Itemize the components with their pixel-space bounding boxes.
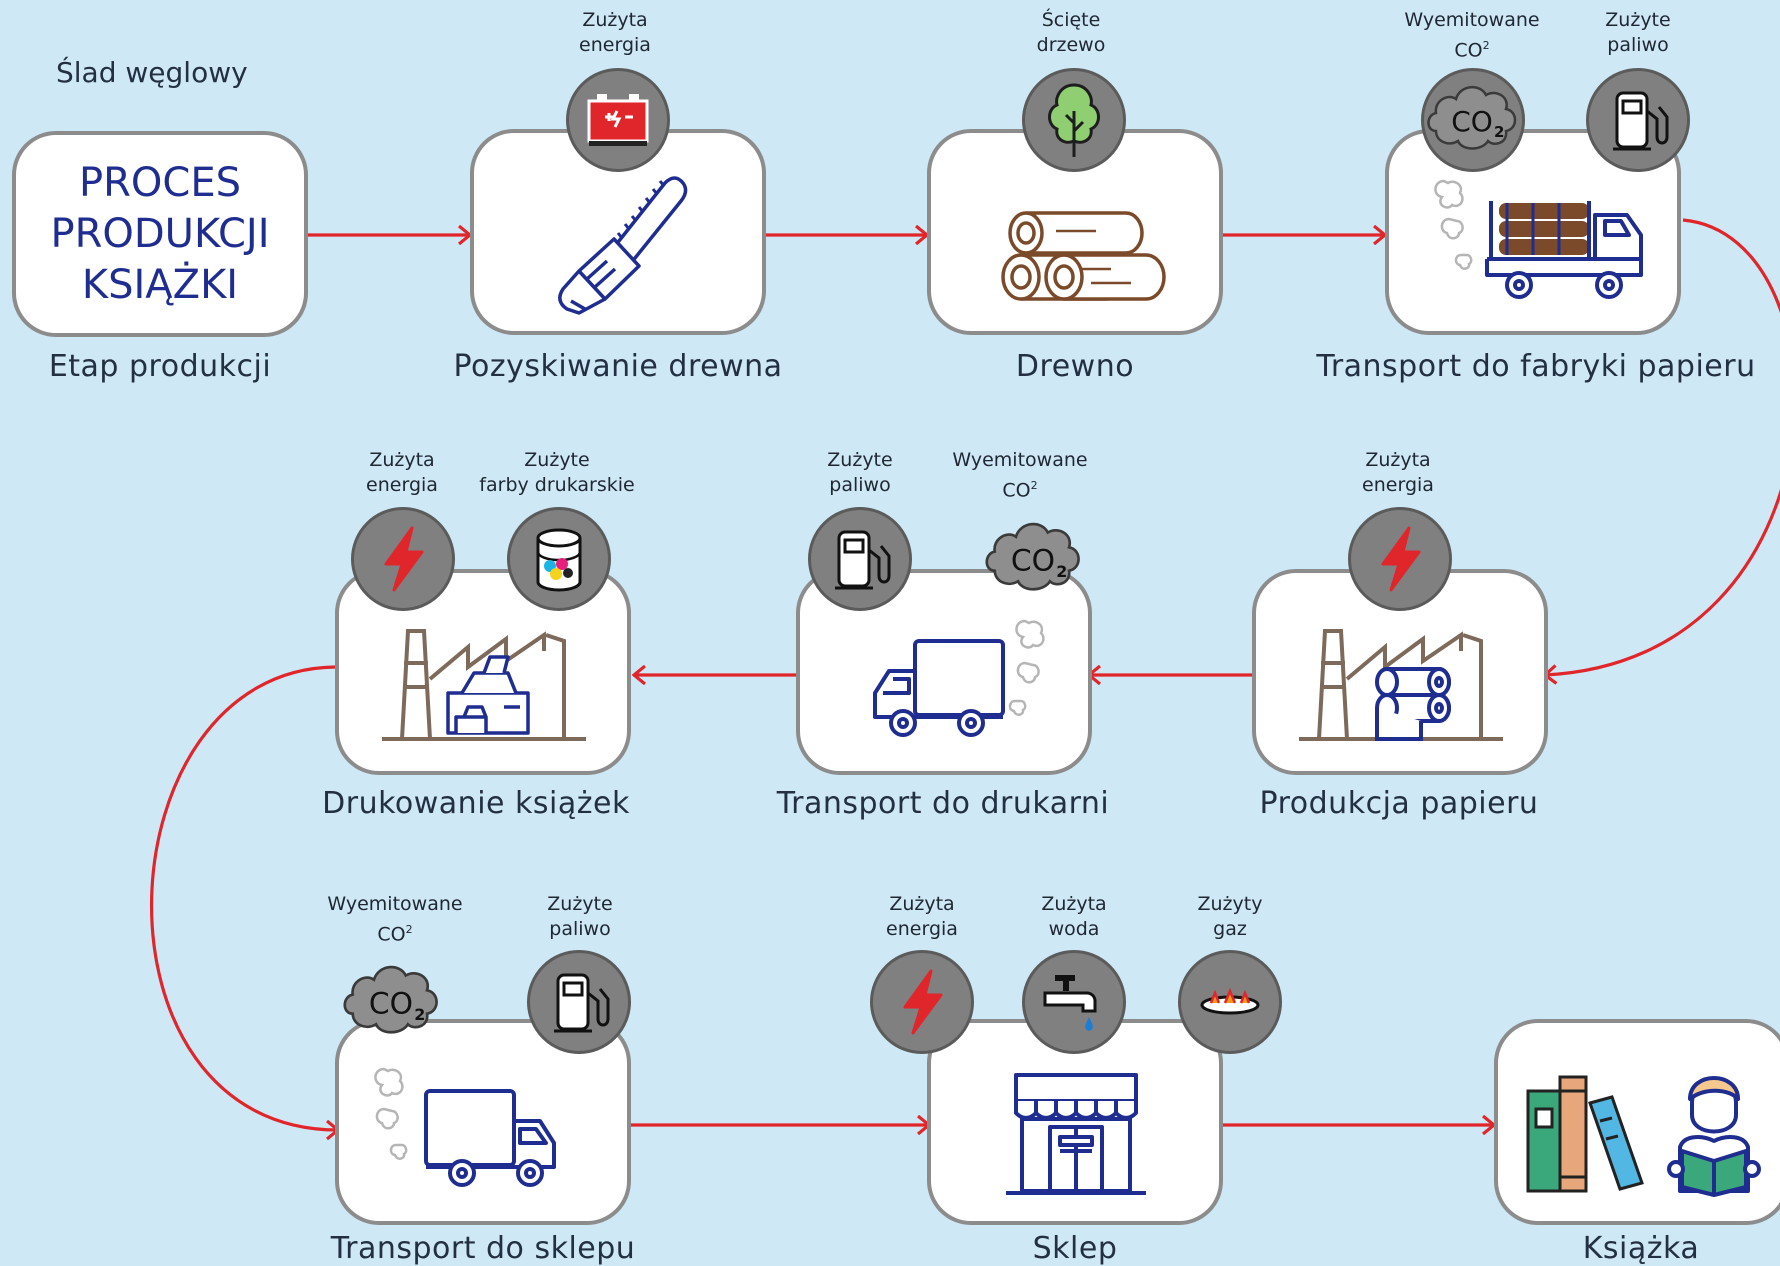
svg-text:CO: CO bbox=[1011, 544, 1055, 579]
resource-circle bbox=[1022, 68, 1126, 172]
stage-shop-label: Sklep bbox=[1032, 1231, 1118, 1266]
stage-transport-shop-label: Transport do sklepu bbox=[330, 1231, 636, 1266]
chainsaw-icon bbox=[558, 176, 688, 315]
resource-circle bbox=[1022, 950, 1126, 1054]
diagram-title: Ślad węglowy bbox=[56, 56, 248, 89]
resource-circle bbox=[1178, 950, 1282, 1054]
resource-circle bbox=[507, 507, 611, 611]
co2-cloud-icon: CO 2 bbox=[985, 522, 1080, 591]
stage-transport-paper-label: Transport do fabryki papieru bbox=[1316, 349, 1756, 384]
fuel-pump-icon bbox=[554, 973, 610, 1033]
resource-circle bbox=[527, 950, 631, 1054]
co2-cloud-icon: CO 2 bbox=[343, 965, 438, 1034]
start-line-1: PROCES bbox=[79, 159, 241, 206]
start-line-2: PRODUKCJI bbox=[50, 210, 270, 257]
stage-book-label: Książka bbox=[1582, 1231, 1700, 1266]
stage-transport-print-label: Transport do drukarni bbox=[776, 786, 1110, 821]
truck-icon bbox=[374, 1067, 556, 1187]
svg-text:2: 2 bbox=[1056, 562, 1067, 581]
shop-icon bbox=[1006, 1073, 1146, 1195]
arrow-printing-to-transport bbox=[150, 665, 338, 1130]
resource-circle bbox=[1348, 507, 1452, 611]
start-line-3: KSIĄŻKI bbox=[81, 261, 239, 308]
stage-paper-production-label: Produkcja papieru bbox=[1259, 786, 1539, 821]
log-truck-icon bbox=[1434, 179, 1643, 299]
start-box: PROCES PRODUKCJI KSIĄŻKI bbox=[12, 131, 308, 337]
co2-cloud-icon: CO 2 bbox=[1427, 86, 1517, 150]
resource-circle bbox=[1586, 68, 1690, 172]
books-reader-icon bbox=[1526, 1075, 1761, 1197]
ink-can-icon bbox=[536, 528, 582, 592]
resource-circle bbox=[870, 950, 974, 1054]
stage-logging-label: Pozyskiwanie drewna bbox=[453, 349, 783, 384]
svg-text:CO: CO bbox=[1451, 105, 1493, 138]
arrow-transport-to-paper bbox=[1545, 218, 1780, 675]
fuel-pump-icon bbox=[835, 530, 891, 590]
svg-text:2: 2 bbox=[1494, 123, 1504, 141]
resource-circle: CO 2 bbox=[982, 507, 1086, 611]
logs-icon bbox=[1001, 211, 1166, 301]
lightning-icon bbox=[903, 969, 943, 1035]
battery-icon bbox=[587, 94, 649, 146]
truck-icon bbox=[873, 619, 1045, 737]
stage-printing-label: Drukowanie książek bbox=[322, 786, 630, 821]
stage-wood-label: Drewno bbox=[1015, 349, 1135, 384]
printing-factory-icon bbox=[382, 629, 586, 741]
resource-circle: CO 2 bbox=[1421, 68, 1525, 172]
resource-circle bbox=[566, 68, 670, 172]
lightning-icon bbox=[384, 526, 424, 592]
water-tap-icon bbox=[1043, 975, 1097, 1031]
start-label: Etap produkcji bbox=[48, 349, 272, 384]
gas-burner-icon bbox=[1200, 987, 1260, 1015]
fuel-pump-icon bbox=[1613, 91, 1669, 151]
stage-transport-print-box bbox=[796, 569, 1092, 775]
tree-icon bbox=[1048, 83, 1100, 157]
svg-text:2: 2 bbox=[414, 1005, 425, 1024]
lightning-icon bbox=[1381, 526, 1421, 592]
resource-circle bbox=[808, 507, 912, 611]
resource-circle: CO 2 bbox=[340, 950, 444, 1054]
stage-book-box bbox=[1494, 1019, 1780, 1225]
svg-text:CO: CO bbox=[369, 987, 413, 1022]
resource-circle bbox=[351, 507, 455, 611]
paper-factory-icon bbox=[1299, 629, 1503, 741]
